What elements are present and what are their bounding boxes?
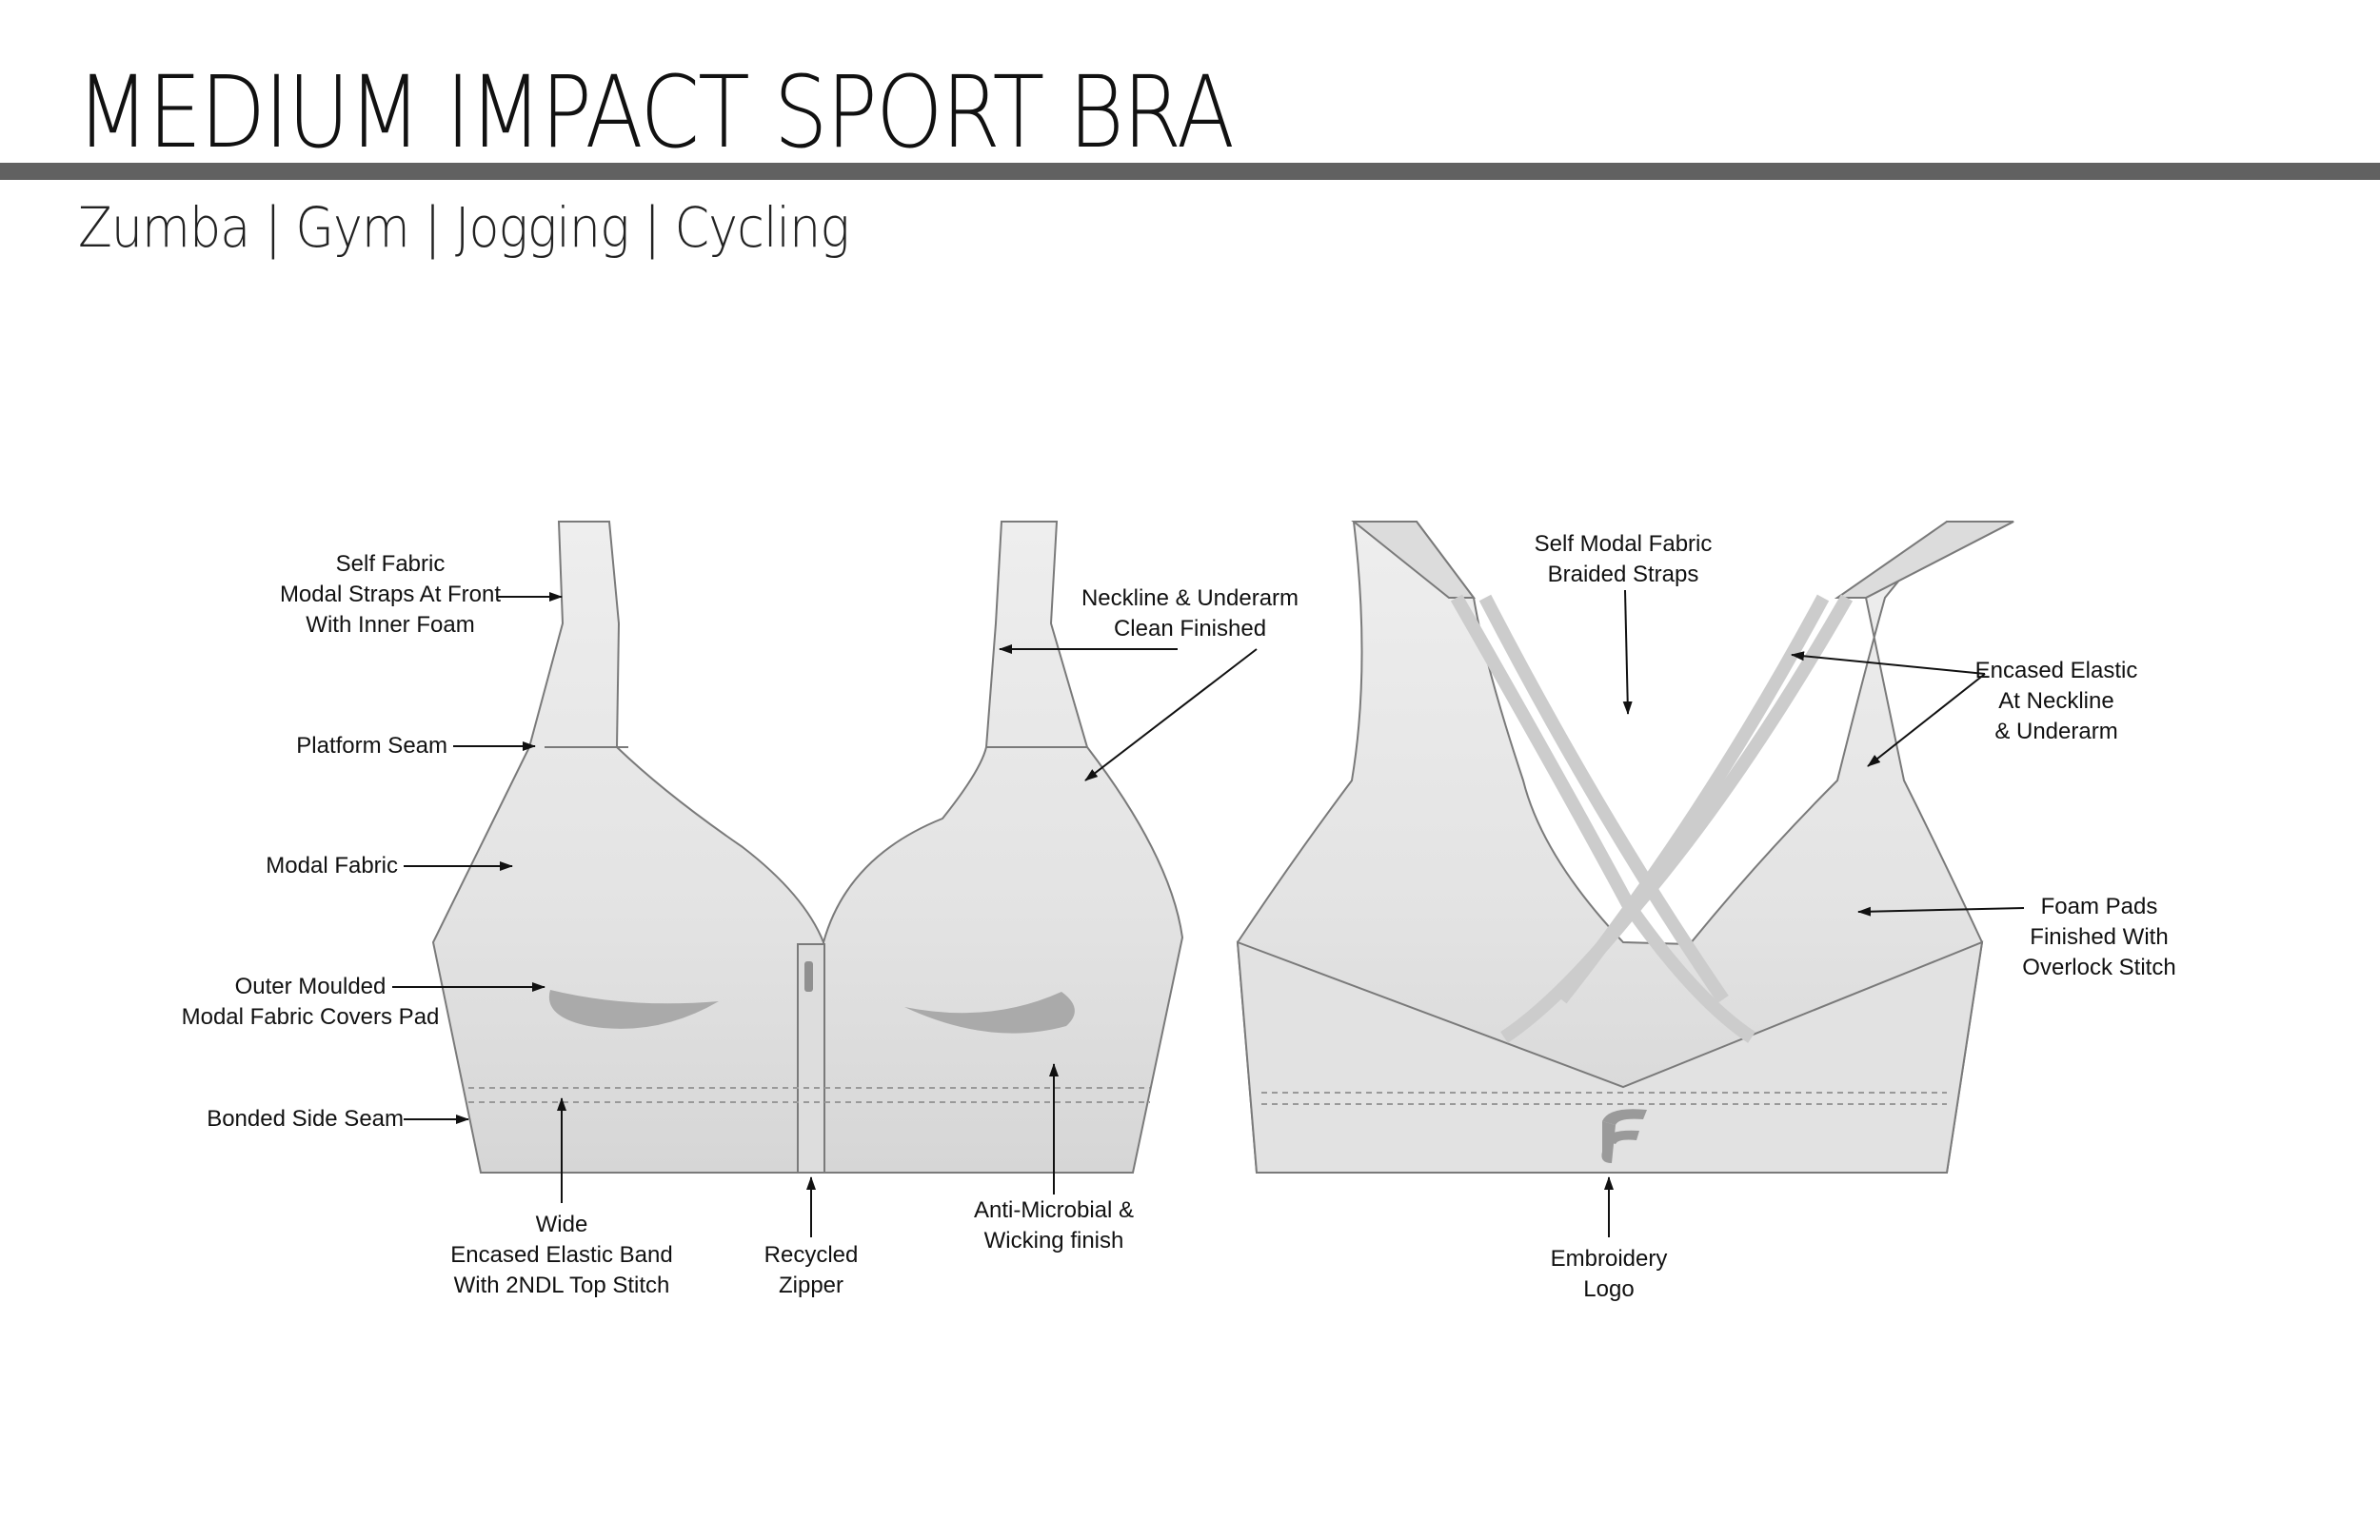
label-line: Clean Finished xyxy=(1114,616,1266,642)
callout-outer-moulded: Outer Moulded Modal Fabric Covers Pad xyxy=(182,974,545,1030)
callout-platform-seam: Platform Seam xyxy=(296,733,536,759)
callout-anti-microbial: Anti-Microbial & Wicking finish xyxy=(974,1063,1134,1254)
callout-encased-elastic: Encased Elastic At Neckline & Underarm xyxy=(1791,651,2138,767)
label-line: Finished With xyxy=(2030,924,2168,950)
label-line: Self Fabric xyxy=(336,551,446,577)
page-title: MEDIUM IMPACT SPORT BRA xyxy=(76,54,1235,170)
back-strap-right xyxy=(1834,521,2014,599)
label-line: With Inner Foam xyxy=(306,612,474,638)
pad-shape-right xyxy=(904,992,1075,1034)
zipper-pull xyxy=(804,961,813,992)
label-line: Encased Elastic Band xyxy=(450,1242,672,1268)
label-line: Foam Pads xyxy=(2041,894,2158,919)
label-line: Self Modal Fabric xyxy=(1535,531,1713,557)
callout-foam-pads: Foam Pads Finished With Overlock Stitch xyxy=(1857,894,2176,980)
label-line: Overlock Stitch xyxy=(2022,955,2175,980)
label-line: Bonded Side Seam xyxy=(207,1106,404,1132)
callout-self-fabric-straps: Self Fabric Modal Straps At Front With I… xyxy=(280,551,563,638)
stylized-f-logo-icon xyxy=(1601,1109,1647,1163)
back-view xyxy=(1236,521,2014,1174)
page-subtitle: Zumba | Gym | Jogging | Cycling xyxy=(78,195,850,260)
label-line: Platform Seam xyxy=(296,733,447,759)
back-strap-left xyxy=(1351,521,1476,599)
label-line: Braided Straps xyxy=(1548,562,1699,587)
label-line: Encased Elastic xyxy=(1975,658,2138,683)
callout-neckline-underarm: Neckline & Underarm Clean Finished xyxy=(999,585,1299,781)
callout-recycled-zipper: Recycled Zipper xyxy=(764,1176,859,1298)
braided-strap-4 xyxy=(1556,594,1830,1004)
callout-bonded-side-seam: Bonded Side Seam xyxy=(207,1106,469,1132)
back-front-panel xyxy=(1236,940,1984,1174)
label-line: Modal Fabric xyxy=(266,853,398,879)
label-line: With 2NDL Top Stitch xyxy=(454,1273,670,1298)
label-line: At Neckline xyxy=(1998,688,2113,714)
label-line: Logo xyxy=(1583,1276,1634,1302)
braided-strap-1 xyxy=(1450,594,1755,1043)
label-line: Modal Straps At Front xyxy=(280,582,501,607)
callout-braided-straps: Self Modal Fabric Braided Straps xyxy=(1535,531,1713,715)
front-view xyxy=(431,521,1184,1174)
title-divider xyxy=(0,163,2380,180)
label-line: Modal Fabric Covers Pad xyxy=(182,1004,440,1030)
label-line: Embroidery xyxy=(1551,1246,1668,1272)
label-line: Neckline & Underarm xyxy=(1081,585,1299,611)
label-line: Wide xyxy=(536,1212,588,1237)
braided-strap-2 xyxy=(1478,594,1729,1003)
label-line: & Underarm xyxy=(1994,719,2117,744)
callout-embroidery-logo: Embroidery Logo xyxy=(1551,1176,1668,1302)
label-line: Zipper xyxy=(779,1273,843,1298)
pad-shape-left xyxy=(548,990,719,1029)
callout-wide-elastic-band: Wide Encased Elastic Band With 2NDL Top … xyxy=(450,1097,673,1298)
front-body xyxy=(431,521,824,1174)
label-line: Anti-Microbial & xyxy=(974,1197,1134,1223)
label-line: Outer Moulded xyxy=(235,974,387,999)
label-line: Wicking finish xyxy=(984,1228,1124,1254)
label-line: Recycled xyxy=(764,1242,859,1268)
callout-modal-fabric: Modal Fabric xyxy=(266,853,513,879)
